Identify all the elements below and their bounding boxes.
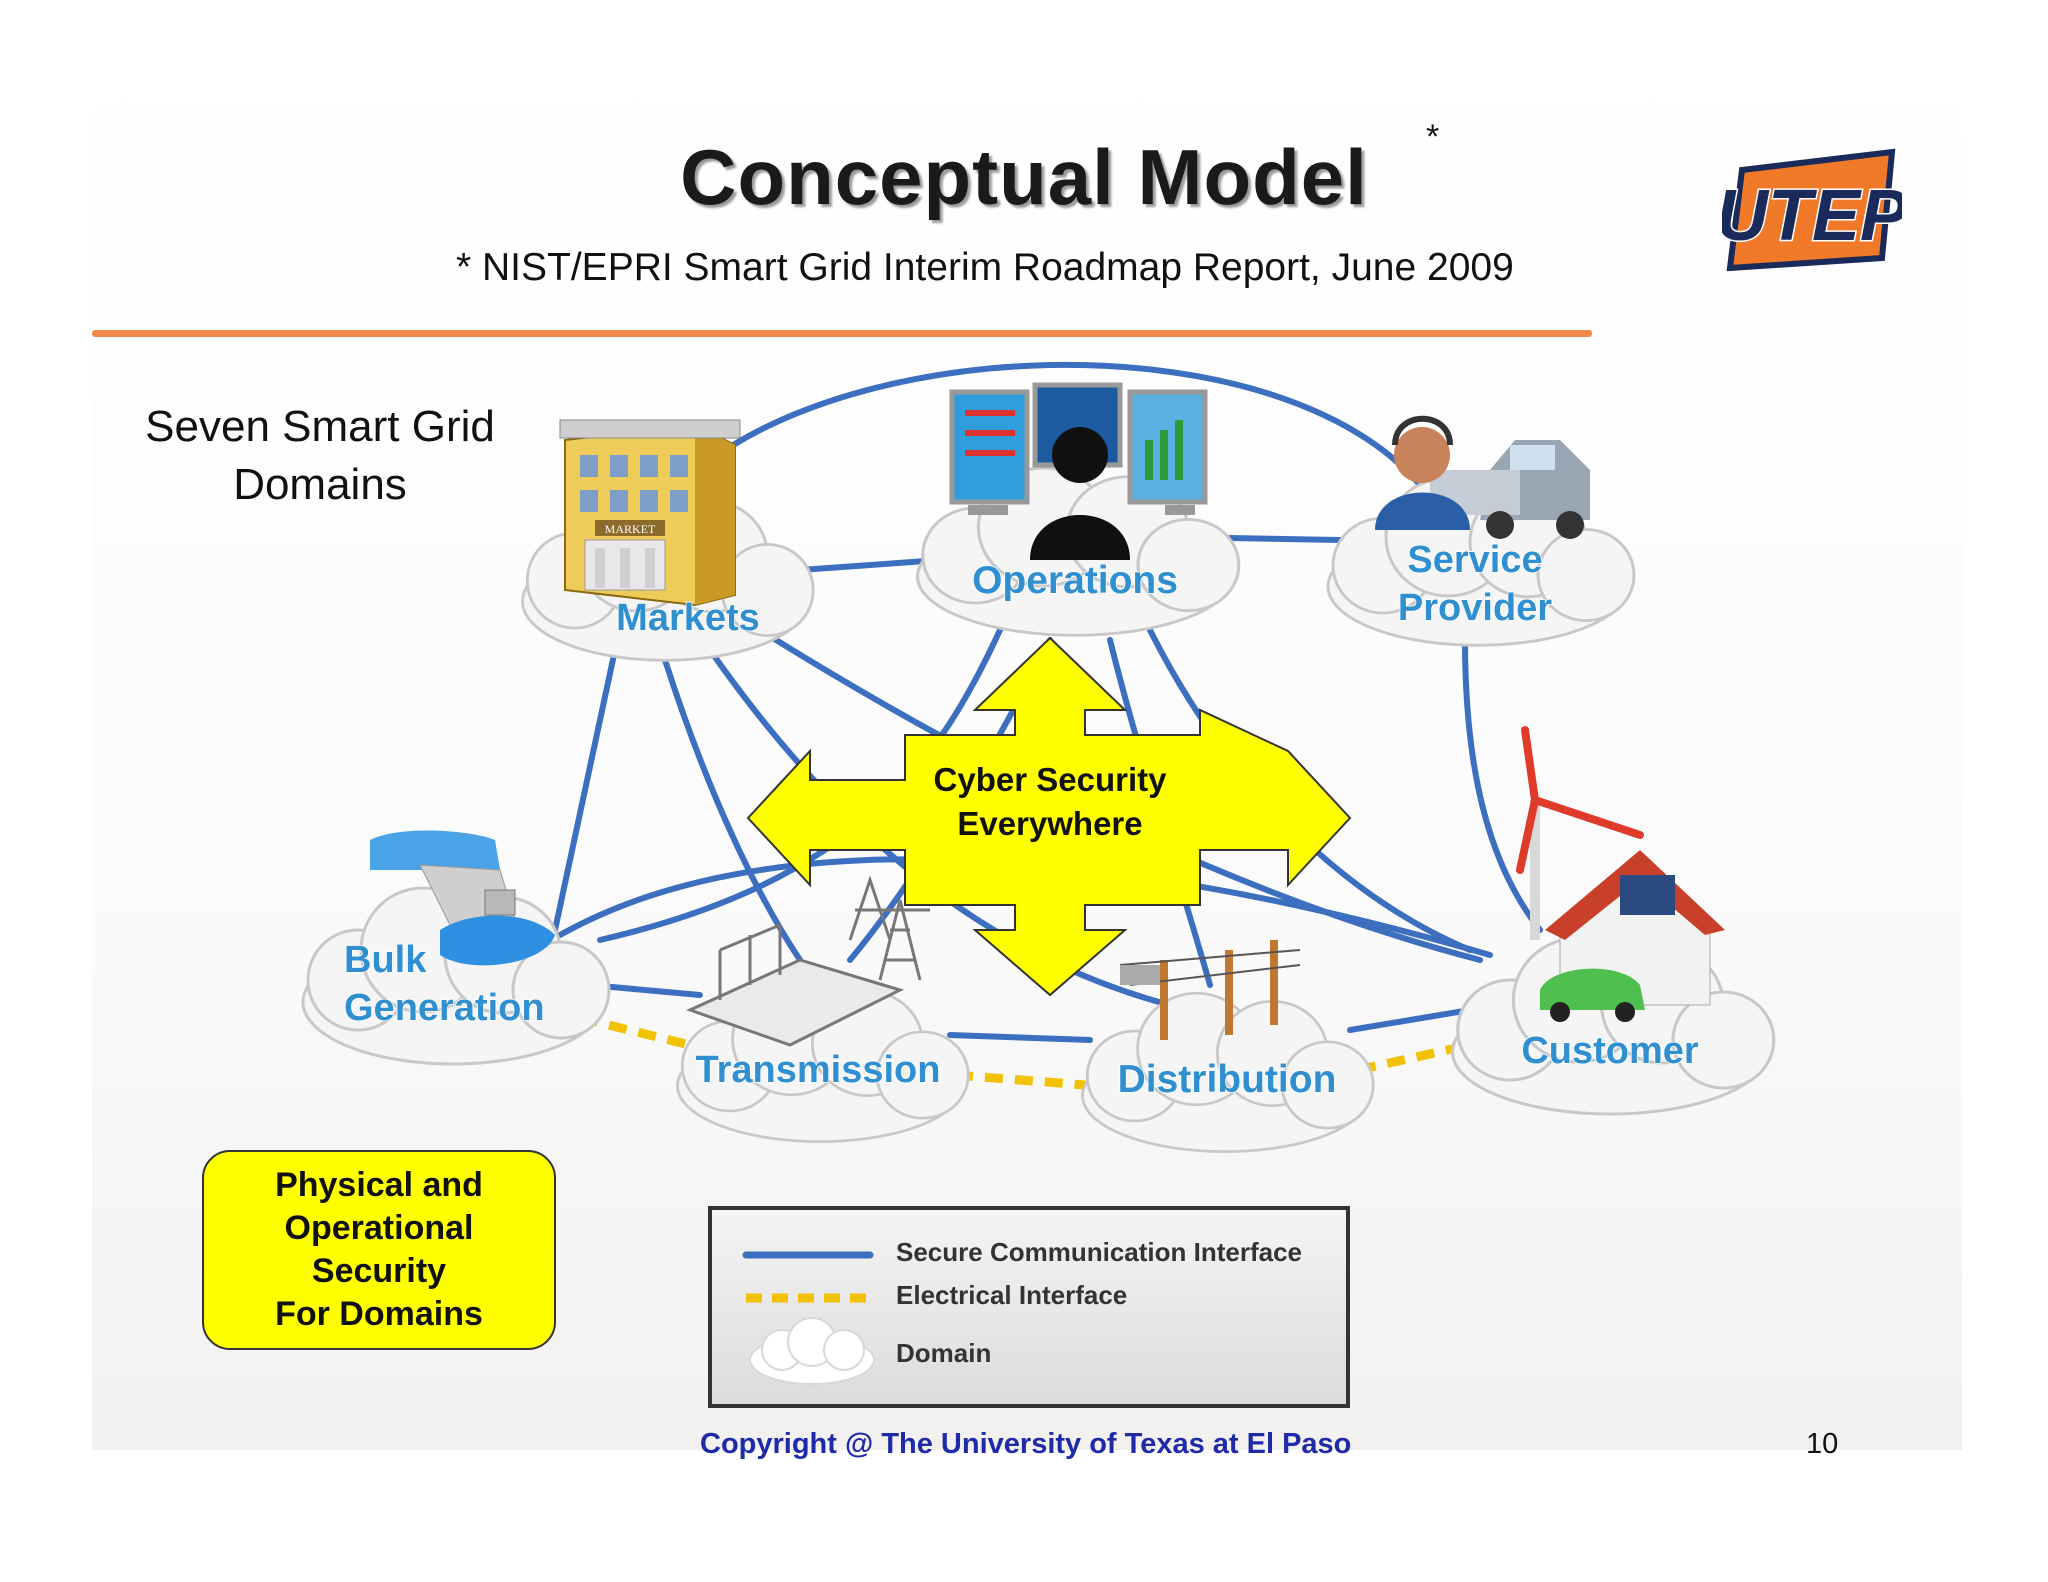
operations-label: Operations: [972, 559, 1178, 602]
comm-link-operations-service: [1227, 535, 1343, 543]
domains-heading: Seven Smart Grid Domains: [120, 398, 520, 514]
copyright-footer: Copyright @ The University of Texas at E…: [700, 1428, 1352, 1460]
distribution-label: Distribution: [1118, 1058, 1337, 1101]
legend-communication-label: Secure Communication Interface: [896, 1237, 1302, 1267]
slide-title: Conceptual Model: [680, 133, 1368, 221]
electrical-link-bulk-transmission: [578, 1013, 692, 1050]
comm-link-markets-transmission: [662, 657, 803, 963]
bulk-generation-dam-icon: [370, 830, 555, 966]
cyber-security-text: Cyber Security Everywhere: [910, 758, 1190, 846]
comm-link-service-customer: [1462, 637, 1543, 933]
legend-domain-label: Domain: [896, 1338, 992, 1368]
transmission-substation-icon: [685, 875, 930, 1047]
physical-security-line-2: Operational: [284, 1209, 474, 1247]
service-provider-label-line-1: Service: [1407, 539, 1542, 581]
domains-heading-line-2: Domains: [233, 460, 407, 509]
domains-heading-line-1: Seven Smart Grid: [145, 402, 495, 451]
slide-subtitle: * NIST/EPRI Smart Grid Interim Roadmap R…: [456, 246, 1514, 289]
cyber-security-line-1: Cyber Security: [933, 761, 1167, 798]
customer-home-icon: [1516, 726, 1725, 1022]
legend-swatches: [742, 1251, 875, 1385]
operations-control-room-icon: [949, 382, 1208, 560]
page-number: 10: [1806, 1428, 1839, 1460]
comm-link-markets-operations: [797, 557, 943, 573]
physical-security-line-4: For Domains: [275, 1295, 483, 1333]
legend: Secure Communication Interface Electrica…: [708, 1206, 1350, 1408]
bulk-generation-label-line-2: Generation: [344, 987, 545, 1029]
comm-link-transmission-distribution: [947, 1032, 1093, 1043]
customer-label: Customer: [1521, 1030, 1699, 1072]
markets-building-icon: MARKET: [559, 419, 741, 607]
distribution-poles-icon: [1119, 940, 1301, 1040]
market-sign-text: MARKET: [605, 522, 656, 536]
physical-security-line-1: Physical and: [275, 1166, 483, 1204]
bulk-generation-label-line-1: Bulk: [344, 939, 427, 981]
electrical-link-transmission-distribution: [954, 1070, 1086, 1090]
physical-security-box: Physical and Operational Security For Do…: [202, 1150, 556, 1350]
title-footnote-marker: *: [1426, 118, 1440, 156]
cyber-security-line-2: Everywhere: [957, 805, 1143, 842]
transmission-label: Transmission: [696, 1049, 941, 1091]
legend-electrical-label: Electrical Interface: [896, 1280, 1128, 1310]
utep-logo: UTEP: [1722, 148, 1902, 272]
legend-domain-swatch: [749, 1317, 875, 1385]
service-provider-icon: [1375, 415, 1590, 539]
title-divider: [92, 330, 1592, 337]
markets-label: Markets: [616, 597, 760, 639]
cyber-security-arrow: [746, 636, 1352, 997]
comm-link-distribution-customer: [1347, 1007, 1473, 1033]
comm-link-markets-bulk: [552, 647, 618, 933]
utep-logo-text: UTEP: [1722, 176, 1902, 256]
service-provider-label-line-2: Provider: [1398, 587, 1552, 629]
physical-security-line-3: Security: [311, 1252, 447, 1290]
